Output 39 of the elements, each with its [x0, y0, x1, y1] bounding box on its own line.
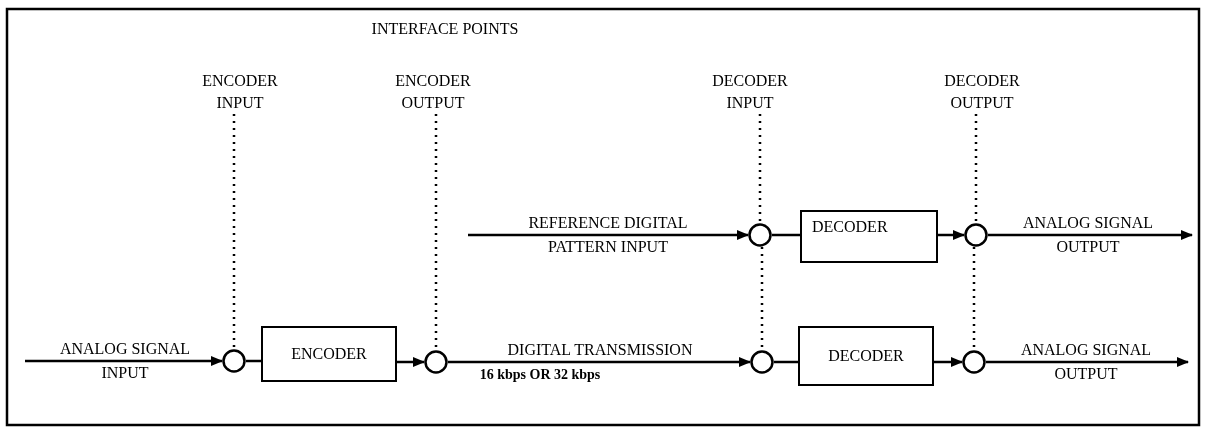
edge-label: REFERENCE DIGITAL PATTERN INPUT — [527, 213, 689, 257]
edge-label: ANALOG SIGNAL OUTPUT — [1021, 213, 1155, 257]
junction-circle — [964, 223, 988, 247]
junction-circle — [748, 223, 772, 247]
block-label: DECODER — [828, 347, 904, 365]
interface-point-label: ENCODER INPUT — [185, 70, 295, 114]
block-label: ENCODER — [291, 345, 367, 363]
dotted-line — [972, 247, 976, 350]
dotted-line — [232, 114, 236, 349]
edge-label: ANALOG SIGNAL OUTPUT — [1019, 340, 1153, 384]
dotted-line — [760, 247, 764, 350]
process-box — [261, 326, 397, 382]
process-box — [798, 326, 934, 386]
interface-point-label: ENCODER OUTPUT — [377, 70, 489, 114]
arrow — [934, 357, 963, 367]
process-box — [800, 210, 938, 263]
dotted-line — [434, 114, 438, 350]
interface-point-label: DECODER OUTPUT — [925, 70, 1039, 114]
block-label: DECODER — [812, 218, 888, 236]
diagram-title: INTERFACE POINTS — [370, 19, 520, 39]
bitrate-note: 16 kbps OR 32 kbps — [478, 366, 602, 384]
arrow — [988, 230, 1193, 240]
arrow — [938, 230, 965, 240]
dotted-line — [974, 114, 978, 223]
junction-circle — [222, 349, 246, 373]
edge-label: DIGITAL TRANSMISSION — [506, 340, 694, 360]
arrow — [397, 357, 425, 367]
junction-circle — [750, 350, 774, 374]
arrow — [986, 357, 1189, 367]
arrow — [448, 357, 751, 367]
junction-circle — [962, 350, 986, 374]
interface-point-label: DECODER INPUT — [695, 70, 805, 114]
connector-line — [774, 360, 798, 364]
connector-line — [772, 233, 800, 237]
dotted-line — [758, 114, 762, 223]
arrow — [25, 356, 223, 366]
edge-label: ANALOG SIGNAL INPUT — [58, 339, 192, 383]
junction-circle — [424, 350, 448, 374]
arrow — [468, 230, 749, 240]
